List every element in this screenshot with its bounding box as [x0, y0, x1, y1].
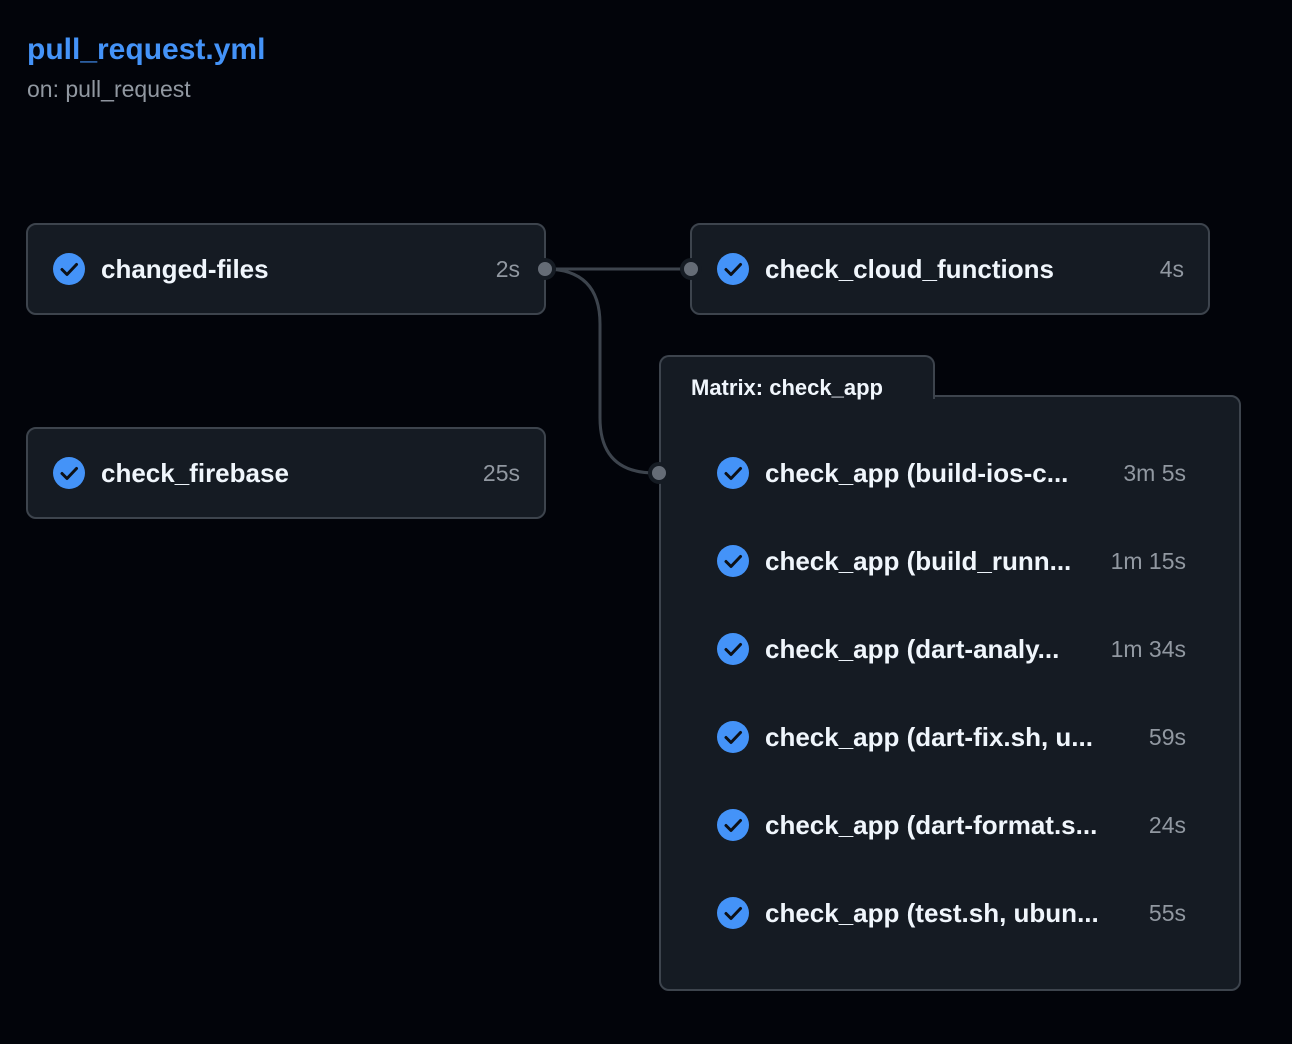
job-name: check_app (build_runn...: [765, 545, 1072, 576]
job-duration: 59s: [1148, 723, 1186, 750]
matrix-tab: Matrix: check_app: [659, 355, 935, 400]
job-duration: 1m 34s: [1110, 635, 1186, 662]
job-name: check_firebase: [101, 457, 289, 488]
job-changed-files[interactable]: changed-files 2s: [26, 223, 546, 315]
job-name: changed-files: [101, 253, 269, 284]
check-circle-icon: [716, 896, 750, 930]
job-name: check_app (test.sh, ubun...: [765, 897, 1099, 928]
job-check-cloud-functions[interactable]: check_cloud_functions 4s: [690, 223, 1210, 315]
workflow-trigger: on: pull_request: [27, 76, 191, 102]
check-circle-icon: [716, 252, 750, 286]
matrix-job-row[interactable]: check_app (build-ios-c... 3m 5s: [716, 445, 1186, 501]
job-name: check_app (dart-fix.sh, u...: [765, 721, 1093, 752]
job-name: check_app (dart-format.s...: [765, 809, 1098, 840]
check-circle-icon: [716, 456, 750, 490]
matrix-job-row[interactable]: check_app (build_runn... 1m 15s: [716, 533, 1186, 589]
job-duration: 2s: [495, 255, 520, 282]
check-circle-icon: [716, 544, 750, 578]
job-duration: 55s: [1148, 899, 1186, 926]
check-circle-icon: [52, 456, 86, 490]
matrix-label: Matrix: check_app: [691, 375, 883, 400]
check-circle-icon: [716, 720, 750, 754]
job-name: check_app (dart-analy...: [765, 633, 1060, 664]
job-name: check_app (build-ios-c...: [765, 457, 1069, 488]
check-circle-icon: [716, 632, 750, 666]
matrix-job-row[interactable]: check_app (dart-fix.sh, u... 59s: [716, 709, 1186, 765]
matrix-job-row[interactable]: check_app (test.sh, ubun... 55s: [716, 885, 1186, 941]
matrix-job-row[interactable]: check_app (dart-format.s... 24s: [716, 797, 1186, 853]
job-duration: 25s: [482, 459, 520, 486]
workflow-header: pull_request.yml on: pull_request: [27, 30, 265, 104]
check-circle-icon: [716, 808, 750, 842]
matrix-group: check_app (build-ios-c... 3m 5s check_ap…: [659, 395, 1241, 991]
job-duration: 1m 15s: [1110, 547, 1186, 574]
connector-dot-in-cloud-functions: [680, 258, 702, 280]
connector-dot-in-matrix: [648, 462, 670, 484]
job-name: check_cloud_functions: [765, 253, 1054, 284]
check-circle-icon: [52, 252, 86, 286]
workflow-title-link[interactable]: pull_request.yml: [27, 33, 266, 66]
connector-dot-out-changed-files: [534, 258, 556, 280]
job-duration: 24s: [1148, 811, 1186, 838]
job-duration: 4s: [1159, 255, 1184, 282]
connector-to-matrix: [544, 267, 659, 475]
matrix-job-row[interactable]: check_app (dart-analy... 1m 34s: [716, 621, 1186, 677]
job-check-firebase[interactable]: check_firebase 25s: [26, 427, 546, 519]
job-duration: 3m 5s: [1123, 459, 1186, 486]
